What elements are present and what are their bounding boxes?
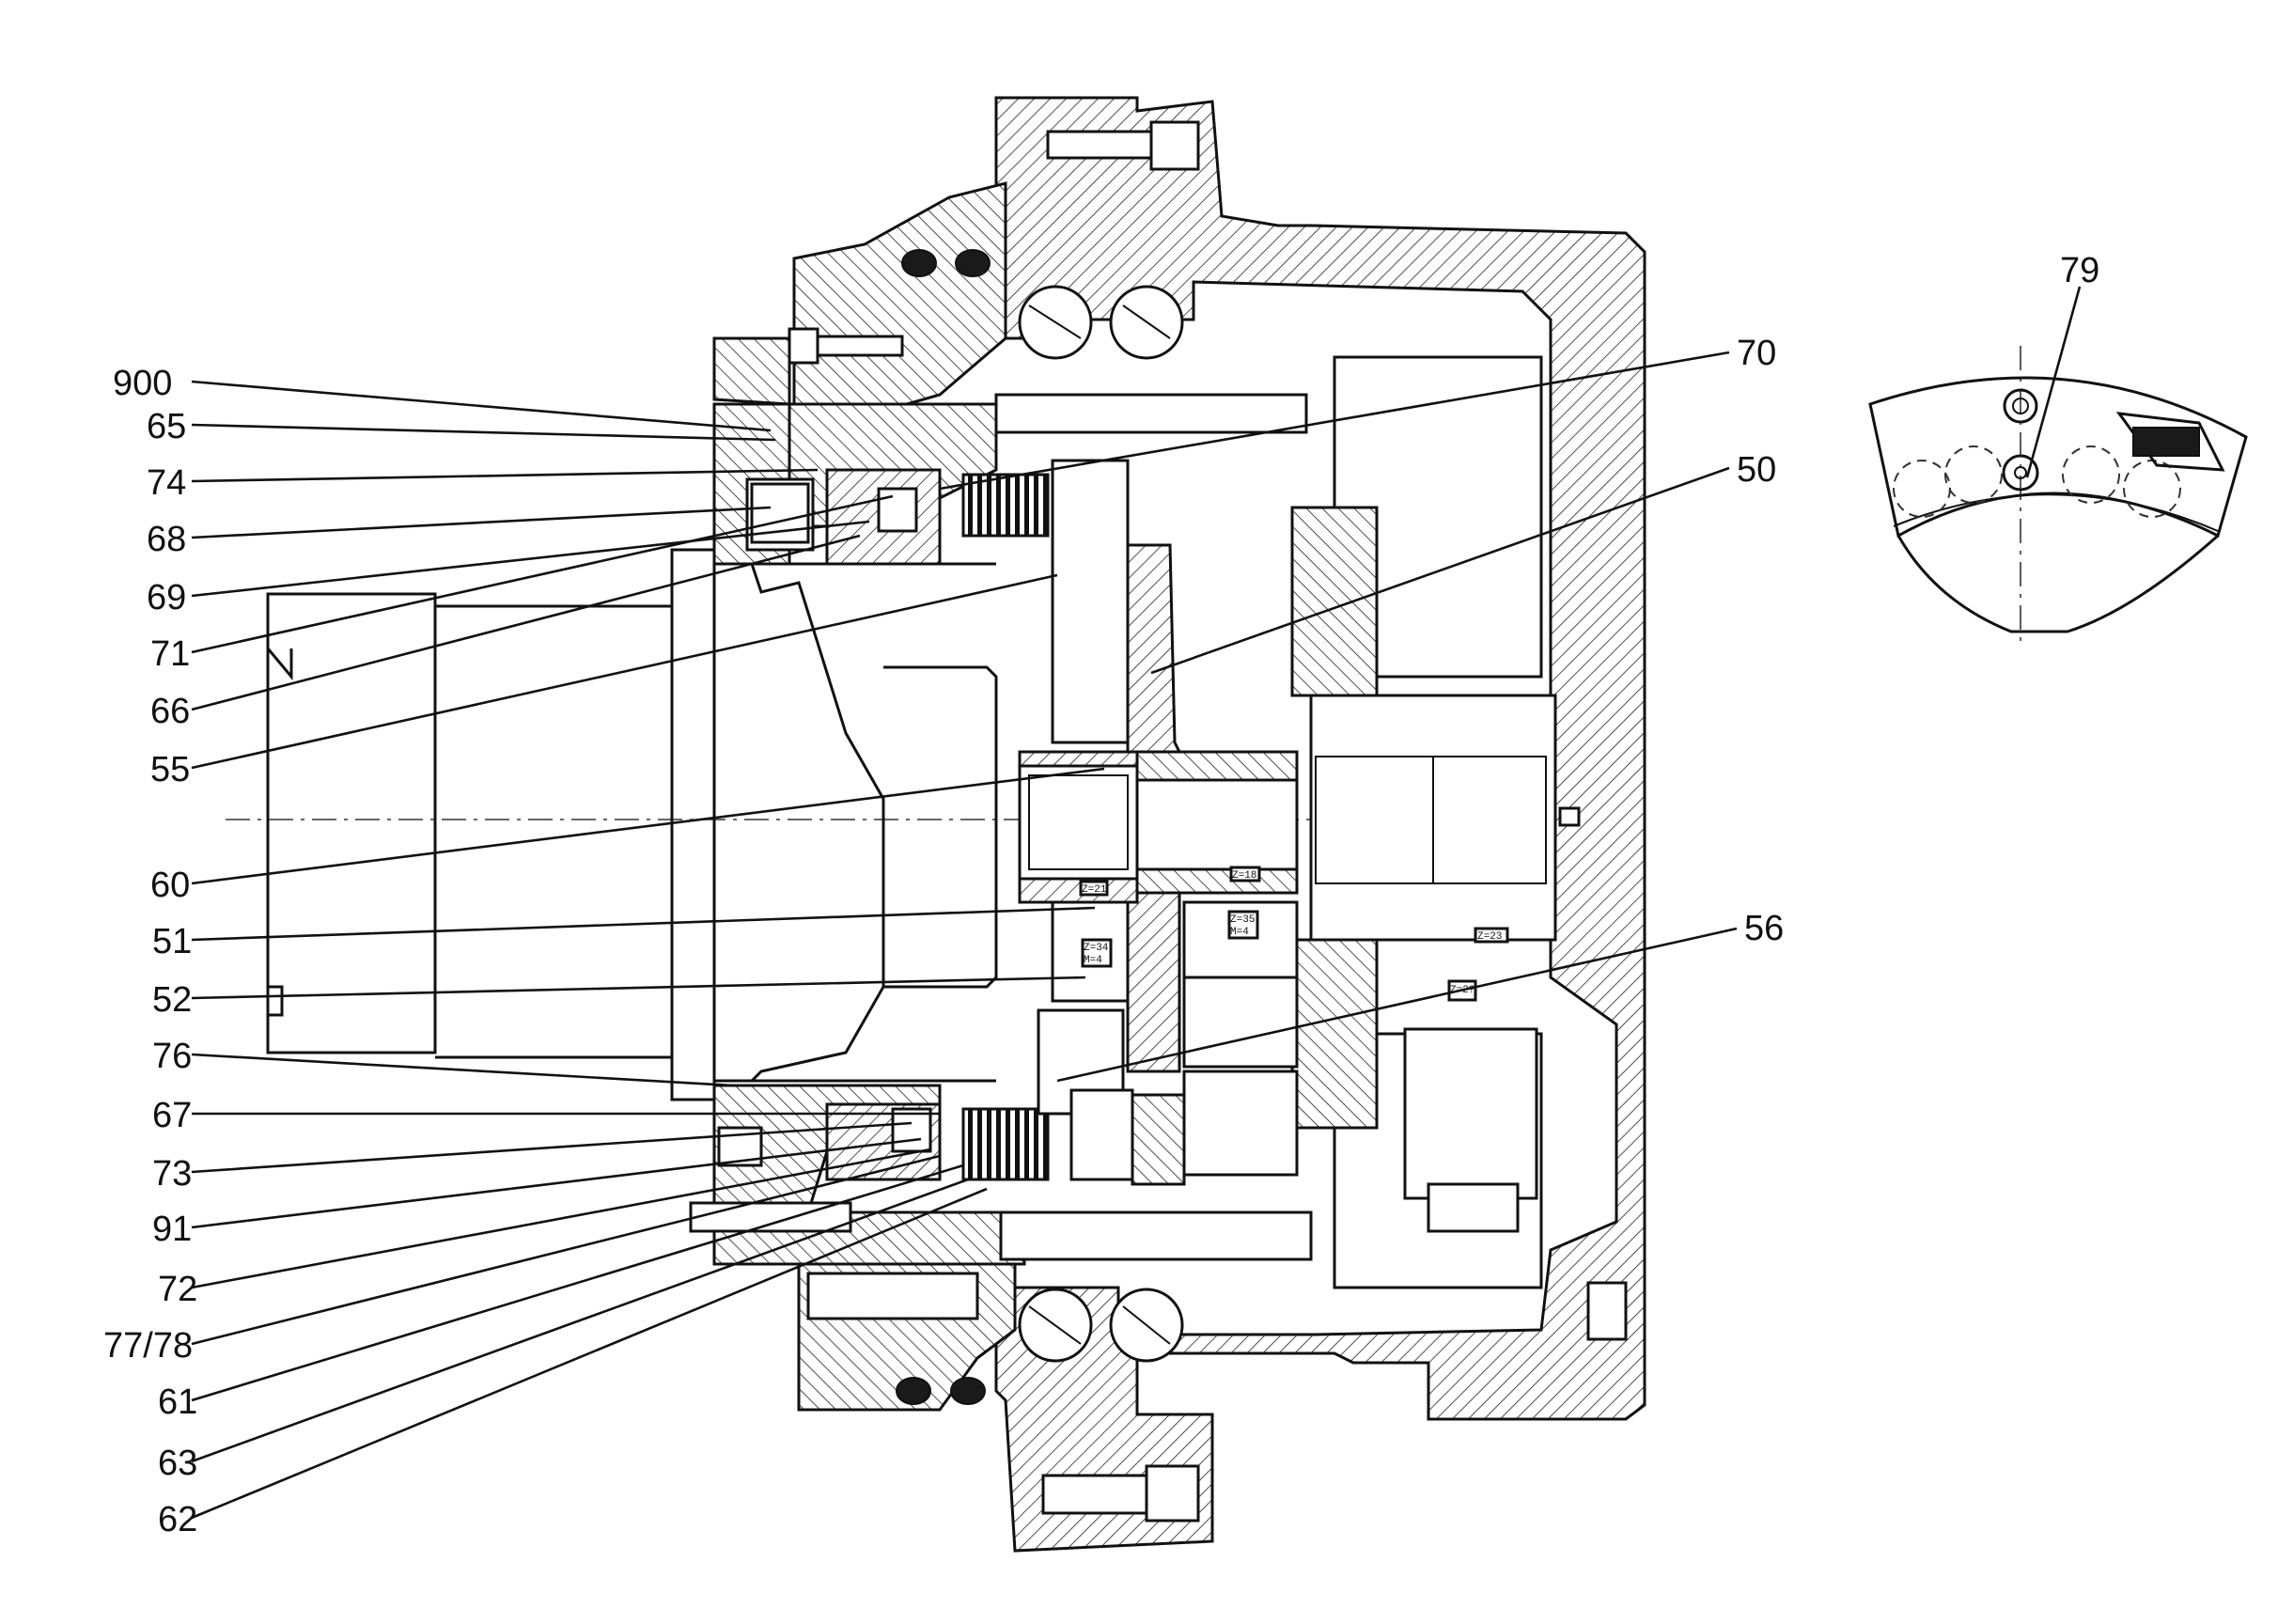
- label-76: 76: [152, 1037, 192, 1076]
- vent-plug: [1558, 806, 1581, 827]
- label-62: 62: [158, 1500, 197, 1539]
- label-51: 51: [152, 922, 192, 961]
- upper-seal-pair: [896, 249, 991, 1405]
- label-77-78: 77/78: [103, 1326, 193, 1366]
- label-52: 52: [152, 980, 192, 1020]
- gear-tag-z21: Z=21: [1082, 884, 1107, 896]
- detail-view-79: [1868, 376, 2248, 633]
- label-900: 900: [113, 364, 172, 403]
- gear-tag-m4-b: M=4: [1230, 927, 1249, 938]
- upper-bolt: [788, 120, 1200, 365]
- label-61: 61: [158, 1382, 197, 1422]
- gear-tag-z35: Z=35: [1230, 914, 1255, 926]
- gear-housing: [994, 96, 1646, 1553]
- label-66: 66: [150, 692, 190, 731]
- label-67: 67: [152, 1096, 192, 1135]
- leader-lines: [191, 286, 2082, 1520]
- hydraulic-motor-body: [266, 548, 998, 1101]
- output-plug: [1586, 1281, 1628, 1341]
- label-56: 56: [1744, 909, 1784, 948]
- label-70: 70: [1737, 334, 1776, 373]
- gear-tag-z23: Z=23: [1477, 931, 1502, 943]
- gear-tag-z18: Z=18: [1232, 870, 1256, 882]
- label-68: 68: [147, 520, 186, 559]
- label-50: 50: [1737, 450, 1776, 490]
- gear-tags: Z=21 Z=18 Z=34 M=4 Z=35 M=4 Z=23 Z=2?: [1079, 866, 1509, 1002]
- label-71: 71: [150, 634, 190, 674]
- label-60: 60: [150, 866, 190, 905]
- label-91: 91: [152, 1210, 192, 1249]
- label-63: 63: [158, 1444, 197, 1483]
- label-74: 74: [147, 463, 186, 503]
- label-65: 65: [147, 407, 186, 446]
- planet-stage: [1018, 459, 1557, 1233]
- label-72: 72: [158, 1270, 197, 1309]
- brake-release-bolt: [689, 1201, 852, 1233]
- gear-tag-z34: Z=34: [1084, 943, 1109, 954]
- brake-spring-68: [750, 482, 810, 544]
- lower-bolt: [806, 1272, 1200, 1522]
- label-73: 73: [152, 1154, 192, 1194]
- callout-labels: 900 65 74 68 69 71 66 55 60 51 52 76 67 …: [103, 251, 2099, 1539]
- label-55: 55: [150, 750, 190, 789]
- brake-disc-pack-lower: [961, 1107, 1050, 1181]
- label-79: 79: [2060, 251, 2099, 290]
- lower-long-bolt: [999, 1210, 1313, 1261]
- gear-tag-m4-a: M=4: [1084, 955, 1102, 966]
- upper-long-bolt: [994, 393, 1308, 434]
- brake-disc-pack-upper: [961, 473, 1050, 538]
- label-69: 69: [147, 578, 186, 617]
